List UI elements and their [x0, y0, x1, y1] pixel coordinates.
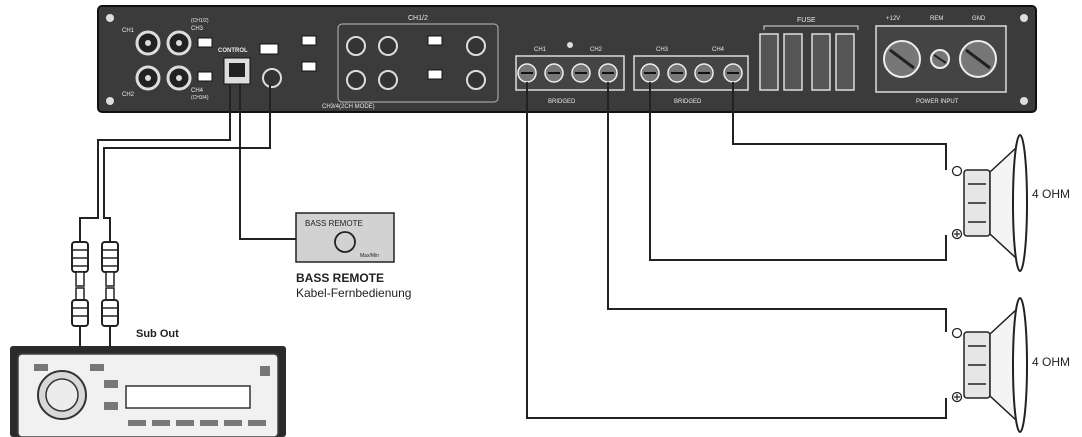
mount-screw — [106, 97, 114, 105]
head-unit-button — [34, 364, 48, 371]
speaker-2: 4 OHM — [951, 297, 1070, 433]
output-terminals-ch12: CH1 CH2 BRIDGED — [515, 47, 625, 105]
fuse — [835, 33, 855, 91]
mount-screw — [1020, 97, 1028, 105]
head-unit-button — [248, 420, 266, 426]
rca-inputs: CH1 CH2 CH3 CH4 (CH1/2) (CH3/4) — [122, 18, 209, 101]
input-small-ch12: (CH1/2) — [191, 18, 209, 24]
wiring — [79, 82, 947, 419]
speaker-1: 4 OHM — [951, 134, 1070, 272]
speaker-wire-2-plus — [607, 82, 947, 332]
freq-knob — [466, 36, 486, 56]
output-label-ch2: CH2 — [590, 47, 603, 53]
output-label-ch1: CH1 — [534, 47, 547, 53]
rca-plug-right-top — [101, 241, 119, 287]
speaker-1-impedance: 4 OHM — [1032, 187, 1070, 201]
filter-switch — [427, 35, 443, 46]
rca-wire-right — [103, 84, 271, 262]
input-switch — [197, 71, 213, 82]
head-unit-button — [176, 420, 194, 426]
gain-knob — [346, 70, 366, 90]
freq-knob — [466, 70, 486, 90]
power-input-label: POWER INPUT — [916, 99, 959, 105]
mount-screw — [1020, 14, 1028, 22]
fuse — [783, 33, 803, 91]
head-unit-button — [90, 364, 104, 371]
bridged-label-1: BRIDGED — [548, 99, 576, 105]
speaker-2-rim — [1012, 297, 1028, 433]
input-label-ch2: CH2 — [122, 92, 135, 98]
rca-plug-left-bottom — [71, 287, 89, 327]
head-unit-button — [128, 420, 146, 426]
input-small-ch34: (CH3/4) — [191, 95, 209, 101]
control-label: CONTROL — [218, 48, 248, 54]
speaker-1-terminal-plus — [951, 165, 963, 177]
fuse-label: FUSE — [797, 17, 816, 24]
lp-knob — [378, 36, 398, 56]
speaker-wire-1-minus — [649, 82, 947, 261]
bass-remote-device-small: Max/Min — [360, 253, 379, 259]
head-unit-button — [104, 380, 118, 388]
head-unit-button — [260, 366, 270, 376]
ch12-group-label: CH1/2 — [408, 15, 428, 22]
output-label-ch3: CH3 — [656, 47, 669, 53]
speaker-2-impedance: 4 OHM — [1032, 355, 1070, 369]
bass-remote-device-label: BASS REMOTE — [305, 219, 363, 228]
rca-plugs — [71, 241, 119, 346]
head-unit-button — [104, 402, 118, 410]
mount-screw — [106, 14, 114, 22]
speaker-1-rim — [1012, 134, 1028, 272]
amplifier: CH1 CH2 CH3 CH4 (CH1/2) (CH3/4) CONTROL … — [97, 5, 1037, 113]
head-unit-button — [224, 420, 242, 426]
bass-knob — [262, 68, 282, 88]
output-label-ch4: CH4 — [712, 47, 725, 53]
speaker-2-terminal-plus — [951, 327, 963, 339]
switch — [301, 61, 317, 72]
fuse — [811, 33, 831, 91]
speaker-wire-1-plus — [732, 82, 947, 170]
rca-plug-right-bottom — [101, 287, 119, 327]
sub-out-label: Sub Out — [136, 328, 179, 340]
input-switch — [197, 37, 213, 48]
hp-knob — [378, 70, 398, 90]
power-label-gnd: GND — [972, 16, 986, 22]
power-label-12v: +12V — [886, 16, 900, 22]
led-indicator — [567, 42, 573, 48]
speaker-wire-2-minus — [526, 82, 947, 419]
head-unit: Sub Out — [10, 328, 286, 437]
output-terminals-ch34: CH3 CH4 BRIDGED — [633, 47, 749, 105]
head-unit-display — [125, 385, 251, 409]
input-label-ch3: CH3 — [191, 26, 204, 32]
input-label-ch4: CH4 — [191, 88, 204, 94]
mode-switch — [259, 43, 279, 55]
gain-knob — [346, 36, 366, 56]
bass-remote-cable — [239, 84, 296, 240]
bridged-label-2: BRIDGED — [674, 99, 702, 105]
bass-remote-subtitle: Kabel-Fernbedienung — [296, 286, 411, 300]
rca-wire-left — [79, 84, 231, 262]
ch34-group-label: CH3/4(2CH MODE) — [322, 104, 375, 110]
head-unit-button — [152, 420, 170, 426]
bass-remote-knob — [334, 231, 356, 253]
rca-plug-left-top — [71, 241, 89, 287]
bass-remote-title: BASS REMOTE — [296, 271, 384, 285]
fuse — [759, 33, 779, 91]
power-input: +12V REM GND POWER INPUT — [875, 16, 1007, 105]
bass-remote: BASS REMOTE Max/Min BASS REMOTE Kabel-Fe… — [295, 212, 411, 300]
power-label-rem: REM — [930, 16, 943, 22]
fuse-block: FUSE — [759, 17, 859, 91]
filter-switch — [427, 69, 443, 80]
head-unit-button — [200, 420, 218, 426]
switch — [301, 35, 317, 46]
input-label-ch1: CH1 — [122, 28, 135, 34]
